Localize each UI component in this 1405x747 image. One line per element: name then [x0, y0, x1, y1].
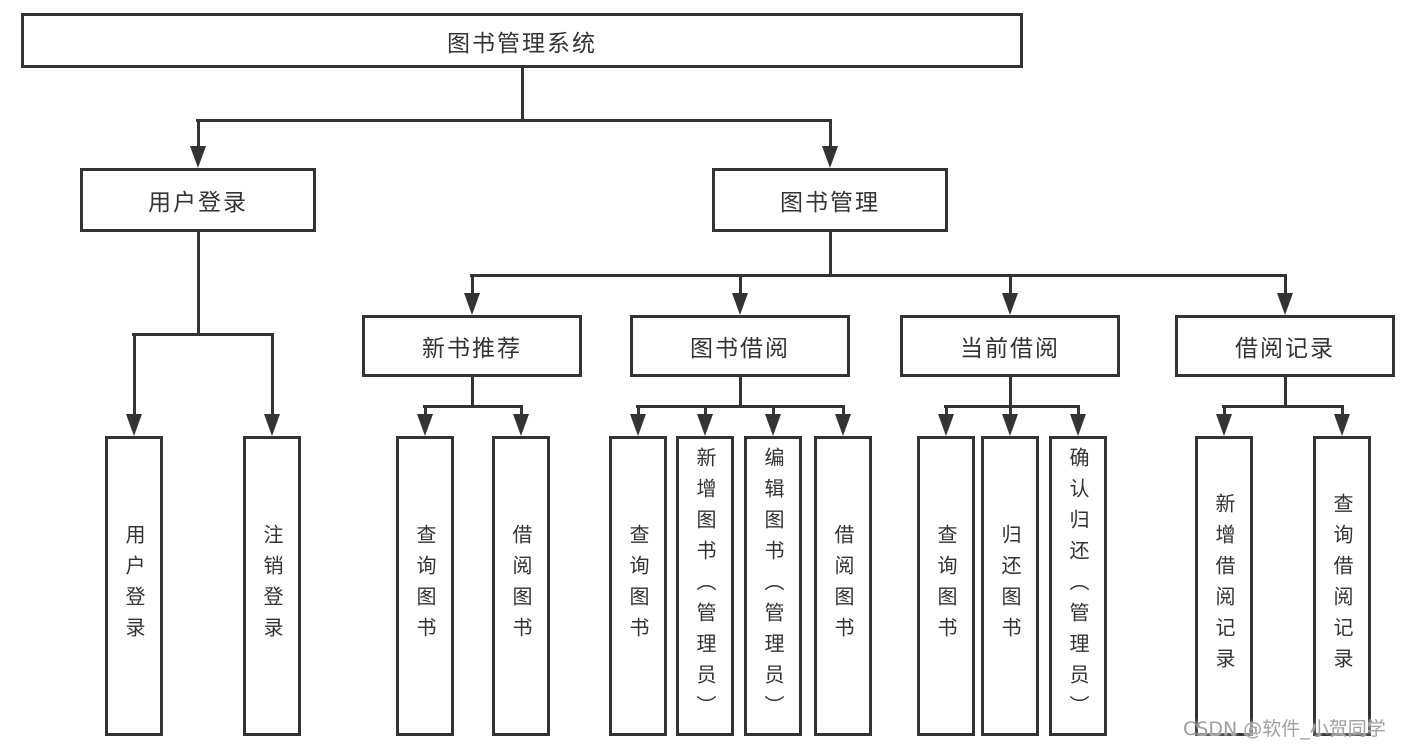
arrowhead-down-icon: [1002, 414, 1018, 436]
connector: [197, 120, 200, 148]
connector: [424, 405, 427, 416]
node-label: 新书推荐: [422, 336, 522, 362]
node-label: 借阅图书: [509, 524, 533, 648]
arrowhead-down-icon: [765, 414, 781, 436]
arrowhead-down-icon: [732, 293, 748, 315]
node-label: 借阅记录: [1235, 336, 1335, 362]
connector: [196, 119, 832, 122]
node-label: 新增图书（管理员）: [693, 446, 717, 726]
arrowhead-down-icon: [1334, 414, 1350, 436]
leaf-logout: 注销登录: [243, 436, 301, 736]
leaf-confirm-return-admin: 确认归还（管理员）: [1049, 436, 1107, 736]
node-book-management: 图书管理: [712, 168, 948, 232]
connector: [133, 333, 136, 416]
connector: [637, 405, 640, 416]
node-user-login: 用户登录: [80, 168, 316, 232]
connector: [739, 377, 742, 407]
arrowhead-down-icon: [1277, 293, 1293, 315]
connector: [829, 120, 832, 148]
connector: [1009, 274, 1012, 295]
arrowhead-down-icon: [190, 146, 206, 168]
connector: [636, 405, 845, 408]
node-label: 用户登录: [148, 190, 248, 216]
node-book-borrowing: 图书借阅: [630, 315, 850, 377]
leaf-add-borrow-record: 新增借阅记录: [1195, 436, 1253, 736]
connector: [520, 405, 523, 416]
arrowhead-down-icon: [938, 414, 954, 436]
node-label: 图书管理系统: [447, 30, 597, 57]
node-label: 图书管理: [780, 190, 880, 216]
leaf-query-borrow-record: 查询借阅记录: [1313, 436, 1371, 736]
connector: [842, 405, 845, 416]
connector: [829, 232, 832, 277]
node-current-borrowing: 当前借阅: [900, 315, 1120, 377]
leaf-borrow-books-recommend: 借阅图书: [492, 436, 550, 736]
leaf-borrow-books: 借阅图书: [814, 436, 872, 736]
arrowhead-down-icon: [697, 414, 713, 436]
connector: [132, 333, 274, 336]
connector: [1341, 405, 1344, 416]
node-new-book-recommend: 新书推荐: [362, 315, 582, 377]
node-label: 当前借阅: [960, 336, 1060, 362]
leaf-query-books-current: 查询图书: [917, 436, 975, 736]
connector: [944, 405, 1080, 408]
arrowhead-down-icon: [630, 414, 646, 436]
node-root-library-system: 图书管理系统: [21, 13, 1023, 68]
arrowhead-down-icon: [1070, 414, 1086, 436]
arrowhead-down-icon: [835, 414, 851, 436]
connector: [704, 405, 707, 416]
connector: [471, 274, 474, 295]
connector: [1077, 405, 1080, 416]
node-label: 查询图书: [934, 524, 958, 648]
connector: [1284, 274, 1287, 295]
arrowhead-down-icon: [417, 414, 433, 436]
arrowhead-down-icon: [126, 414, 142, 436]
leaf-return-books: 归还图书: [981, 436, 1039, 736]
node-label: 确认归还（管理员）: [1066, 446, 1090, 726]
connector: [197, 232, 200, 335]
node-label: 编辑图书（管理员）: [761, 446, 785, 726]
connector: [1222, 405, 1344, 408]
connector: [471, 377, 474, 407]
arrowhead-down-icon: [822, 146, 838, 168]
node-label: 用户登录: [122, 524, 146, 648]
connector: [739, 274, 742, 295]
node-label: 注销登录: [260, 524, 284, 648]
node-borrowing-records: 借阅记录: [1175, 315, 1395, 377]
connector: [271, 333, 274, 416]
node-label: 图书借阅: [690, 336, 790, 362]
connector: [423, 405, 523, 408]
arrowhead-down-icon: [1216, 414, 1232, 436]
leaf-user-login: 用户登录: [105, 436, 163, 736]
connector: [1284, 377, 1287, 407]
connector: [521, 68, 524, 122]
node-label: 查询图书: [626, 524, 650, 648]
leaf-query-books-recommend: 查询图书: [396, 436, 454, 736]
connector: [1223, 405, 1226, 416]
connector: [772, 405, 775, 416]
connector: [470, 274, 1287, 277]
connector: [1009, 405, 1012, 416]
node-label: 查询图书: [413, 524, 437, 648]
leaf-edit-book-admin: 编辑图书（管理员）: [744, 436, 802, 736]
node-label: 归还图书: [998, 524, 1022, 648]
leaf-add-book-admin: 新增图书（管理员）: [676, 436, 734, 736]
arrowhead-down-icon: [1002, 293, 1018, 315]
node-label: 新增借阅记录: [1212, 493, 1236, 679]
arrowhead-down-icon: [464, 293, 480, 315]
node-label: 查询借阅记录: [1330, 493, 1354, 679]
connector: [1009, 377, 1012, 407]
node-label: 借阅图书: [831, 524, 855, 648]
leaf-query-books-borrow: 查询图书: [609, 436, 667, 736]
connector: [945, 405, 948, 416]
arrowhead-down-icon: [264, 414, 280, 436]
csdn-watermark: CSDN @软件_小贺同学: [1183, 718, 1386, 740]
arrowhead-down-icon: [513, 414, 529, 436]
